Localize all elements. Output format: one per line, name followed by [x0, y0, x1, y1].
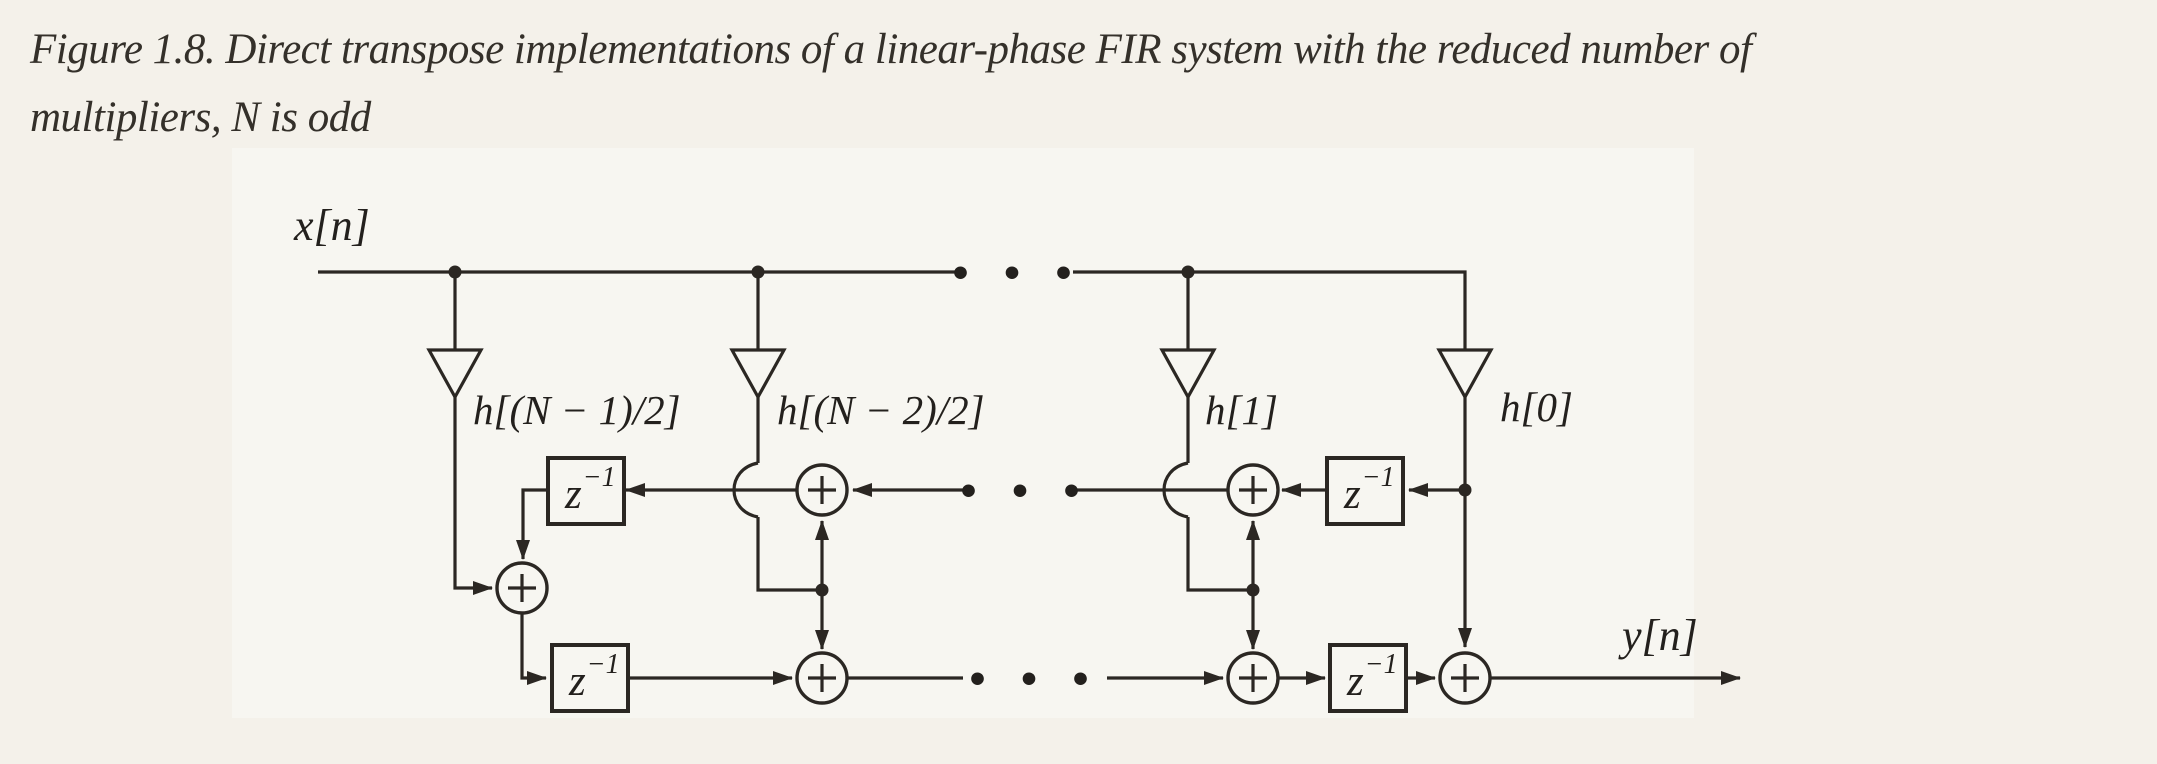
multiplier-icon-3 [1159, 348, 1217, 401]
column1-wire [453, 397, 493, 595]
adder-left [495, 561, 549, 615]
left-column-wires [516, 488, 548, 685]
delay-box-outline [1325, 456, 1405, 526]
plus-icon [808, 664, 836, 692]
delay-label: z−1 [1346, 649, 1398, 705]
delay-box-outline [1328, 643, 1408, 713]
plus-icon [508, 574, 536, 602]
input-bus [318, 265, 1467, 350]
input-signal-label: x[n] [293, 201, 370, 250]
multiplier-icon-4 [1436, 348, 1494, 401]
adder-middle-row-2 [1226, 463, 1280, 517]
adder-circle [1226, 651, 1280, 705]
multipliers [426, 348, 1494, 401]
adder-circle [1438, 651, 1492, 705]
junction-column-2 [1246, 520, 1260, 650]
adder-circle [1226, 463, 1280, 517]
adder-bottom-row-2 [1226, 651, 1280, 705]
delay-label: z−1 [564, 462, 616, 518]
adder-middle-row-1 [795, 463, 849, 517]
column3-wire-lower [1186, 517, 1247, 592]
plus-icon [1239, 664, 1267, 692]
delay1-to-left-adder [516, 488, 548, 560]
adder-circle [795, 651, 849, 705]
adder-circle [495, 561, 549, 615]
figure-caption: Figure 1.8. Direct transpose implementat… [30, 16, 2140, 152]
plus-icon [1451, 664, 1479, 692]
adder-circle [795, 463, 849, 517]
coefficient-label-2: h[(N − 2)/2] [777, 387, 985, 433]
input-bus-right-segment [1073, 270, 1467, 350]
caption-line-1: Figure 1.8. Direct transpose implementat… [30, 26, 1752, 73]
plus-icon [1239, 476, 1267, 504]
delay-box-middle-right: z−1 [1325, 456, 1405, 526]
top-ellipsis: • • • [949, 254, 1083, 295]
delay-label: z−1 [1343, 462, 1395, 518]
multiplier-icon-1 [426, 348, 484, 401]
column4-junction-dot [1458, 483, 1472, 497]
delay-box-outline [546, 456, 626, 526]
adder-bottom-row-1 [795, 651, 849, 705]
junction-column-1 [815, 520, 829, 650]
delay-label: z−1 [568, 649, 620, 705]
diagram-panel [232, 148, 1694, 718]
output-signal-label: y[n] [1618, 611, 1698, 660]
delay-box-bottom-right: z−1 [1328, 643, 1408, 713]
coefficient-label-4: h[0] [1500, 384, 1573, 430]
bottom-ellipsis: • • • [966, 660, 1100, 701]
coefficient-label-3: h[1] [1205, 387, 1278, 433]
column2-wire-lower [756, 517, 816, 592]
delay-box-outline [550, 643, 630, 713]
plus-icon [808, 476, 836, 504]
left-adder-to-bottom-delay [520, 613, 547, 685]
caption-line-2: multipliers, N is odd [30, 94, 371, 141]
adder-output [1438, 651, 1492, 705]
middle-ellipsis: • • • [957, 472, 1091, 513]
delay-box-middle-left: z−1 [546, 456, 626, 526]
multiplier-icon-2 [729, 348, 787, 401]
coefficient-label-1: h[(N − 1)/2] [473, 387, 681, 433]
delay-box-bottom-left: z−1 [550, 643, 630, 713]
